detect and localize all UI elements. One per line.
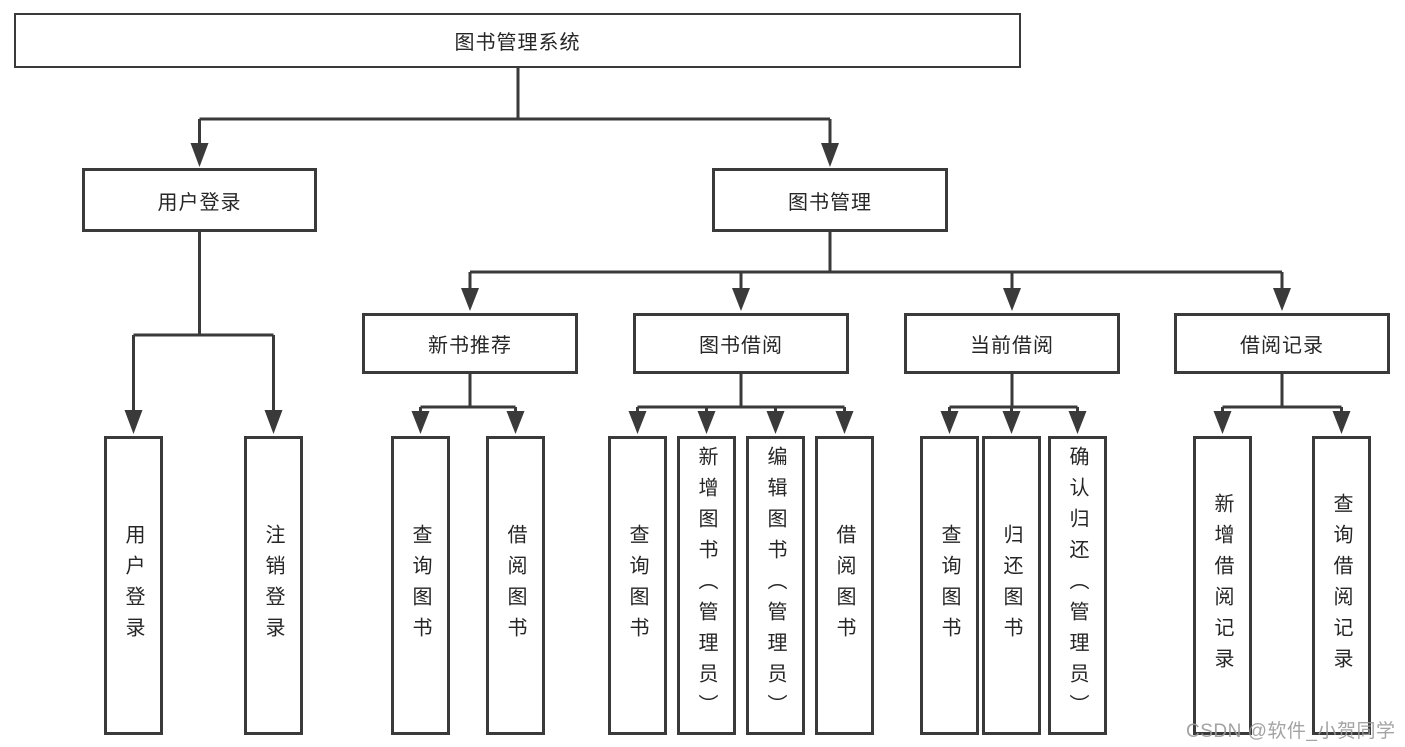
node-book-management: 图书管理 [712, 168, 948, 232]
connector-current-borrow-to-leaves [940, 374, 1087, 434]
connector-root-to-level2 [190, 68, 839, 167]
node-borrow-records: 借阅记录 [1174, 313, 1390, 374]
leaf-query-books-borrow: 查询图书 [608, 436, 667, 735]
leaf-label: 借阅图书 [833, 523, 855, 648]
leaf-query-books-current: 查询图书 [920, 436, 979, 735]
leaf-label: 新增借阅记录 [1211, 492, 1233, 679]
leaf-edit-book-admin: 编辑图书（管理员） [746, 436, 805, 735]
connector-book-borrow-to-leaves [628, 374, 854, 434]
leaf-borrow-books: 借阅图书 [815, 436, 874, 735]
leaf-return-book: 归还图书 [982, 436, 1041, 735]
connector-borrow-records-to-leaves [1213, 374, 1351, 434]
leaf-label: 查询图书 [938, 523, 960, 648]
node-label: 用户登录 [157, 191, 242, 214]
node-current-borrow: 当前借阅 [904, 313, 1120, 374]
leaf-label: 编辑图书（管理员） [764, 446, 786, 725]
node-book-borrow: 图书借阅 [633, 313, 849, 374]
leaf-label: 借阅图书 [504, 523, 526, 648]
leaf-logout: 注销登录 [244, 436, 303, 735]
leaf-user-login: 用户登录 [104, 436, 163, 735]
leaf-label: 查询借阅记录 [1330, 492, 1352, 679]
connector-new-book-to-leaves [411, 374, 525, 434]
leaf-add-borrow-record: 新增借阅记录 [1193, 436, 1252, 735]
node-library-management-system: 图书管理系统 [14, 13, 1021, 68]
node-label: 图书管理 [788, 191, 872, 214]
leaf-label: 确认归还（管理员） [1066, 446, 1088, 725]
node-label: 图书借阅 [699, 335, 783, 357]
node-user-login: 用户登录 [82, 168, 317, 232]
watermark: CSDN @软件_小贺同学 [1186, 721, 1396, 742]
leaf-borrow-books-recommend: 借阅图书 [486, 436, 545, 735]
leaf-add-book-admin: 新增图书（管理员） [677, 436, 736, 735]
leaf-confirm-return-admin: 确认归还（管理员） [1048, 436, 1107, 735]
leaf-label: 注销登录 [262, 523, 284, 648]
node-label: 当前借阅 [970, 335, 1054, 357]
leaf-label: 新增图书（管理员） [695, 446, 717, 725]
leaf-label: 查询图书 [626, 523, 648, 648]
node-label: 新书推荐 [428, 335, 512, 357]
node-new-book-recommend: 新书推荐 [362, 313, 578, 374]
node-label: 图书管理系统 [454, 32, 581, 54]
leaf-label: 用户登录 [122, 523, 144, 648]
leaf-label: 归还图书 [1000, 523, 1022, 648]
node-label: 借阅记录 [1240, 335, 1324, 357]
leaf-label: 查询图书 [409, 523, 431, 648]
connector-book-management-to-level3 [461, 232, 1291, 311]
connector-user-login-to-leaves [124, 232, 283, 434]
leaf-query-borrow-record: 查询借阅记录 [1312, 436, 1371, 735]
leaf-query-books-recommend: 查询图书 [391, 436, 450, 735]
